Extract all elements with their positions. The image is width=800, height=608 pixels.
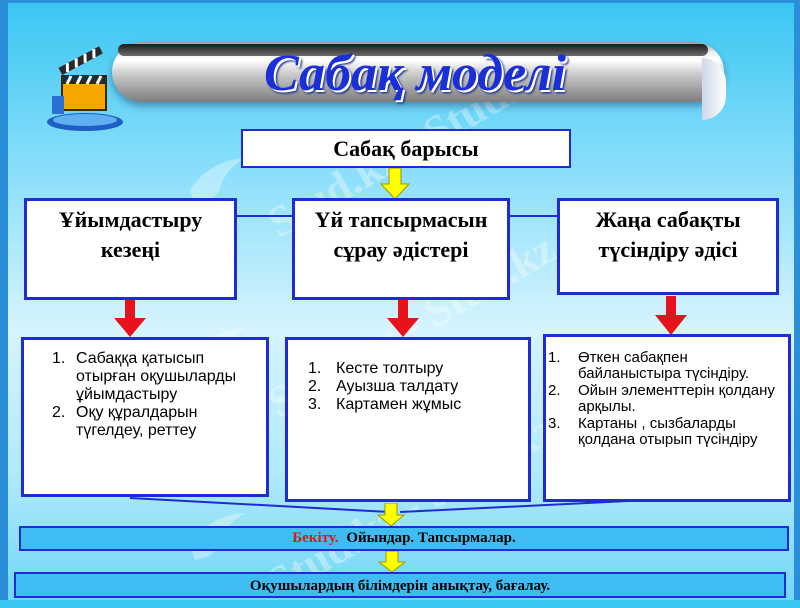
list-number: 3.: [308, 396, 322, 413]
list-number: 1.: [548, 349, 561, 366]
list-item: 3. Картамен жұмыс: [302, 396, 526, 414]
list-text: Ауызша талдату: [336, 378, 459, 395]
detail-box-1: 1. Сабаққа қатысып отырған оқушыларды ұй…: [21, 337, 269, 497]
list-number: 2.: [548, 382, 561, 399]
list-item: 2. Оқу құралдарын түгелдеу, реттеу: [38, 404, 264, 440]
column-header-1: Ұйымдастыру кезеңі: [58, 207, 203, 262]
red-arrow-icon: [387, 300, 419, 337]
list-item: 2. Ойын элементтерін қолдану арқылы.: [548, 383, 788, 415]
list-number: 1.: [52, 350, 66, 367]
assessment-bar: Оқушылардың білімдерін анықтау, бағалау.: [14, 572, 786, 598]
red-arrow-icon: [655, 296, 687, 335]
process-header: Сабақ барысы: [333, 136, 479, 161]
list-text: Ойын элементтерін қолдану арқылы.: [578, 382, 775, 415]
column-header-box-1: Ұйымдастыру кезеңі: [24, 198, 237, 300]
title-bar-strip: [118, 44, 708, 56]
list-number: 3.: [548, 415, 561, 432]
list-text: Картаны , сызбаларды қолдана отырып түсі…: [578, 415, 758, 448]
list-number: 1.: [308, 360, 322, 377]
list-item: 3. Картаны , сызбаларды қолдана отырып т…: [548, 416, 788, 448]
title-bar: [112, 42, 726, 120]
list-text: Картамен жұмыс: [336, 396, 462, 413]
column-header-2: Үй тапсырмасын сұрау әдістері: [314, 207, 488, 262]
list-item: 1. Сабаққа қатысып отырған оқушыларды ұй…: [38, 350, 264, 404]
process-header-box: Сабақ барысы: [241, 129, 571, 168]
list-text: Өткен сабақпен байланыстыра түсіндіру.: [578, 349, 750, 382]
list-number: 2.: [52, 404, 66, 421]
list-text: Сабаққа қатысып отырған оқушыларды ұйымд…: [76, 350, 237, 403]
detail-box-3: 1. Өткен сабақпен байланыстыра түсіндіру…: [543, 334, 791, 502]
list-text: Оқу құралдарын түгелдеу, реттеу: [76, 404, 198, 439]
detail-list-3: 1. Өткен сабақпен байланыстыра түсіндіру…: [548, 350, 788, 448]
list-item: 1. Өткен сабақпен байланыстыра түсіндіру…: [548, 350, 788, 382]
list-number: 2.: [308, 378, 322, 395]
yellow-arrow-icon: [380, 168, 410, 200]
consolidation-bar: Бекіту. Ойындар. Тапсырмалар.: [19, 526, 789, 551]
detail-box-2: 1. Кесте толтыру 2. Ауызша талдату 3. Ка…: [285, 337, 531, 502]
list-item: 1. Кесте толтыру: [302, 360, 526, 378]
detail-list-2: 1. Кесте толтыру 2. Ауызша талдату 3. Ка…: [302, 360, 526, 414]
yellow-arrow-icon: [378, 551, 406, 573]
column-header-box-3: Жаңа сабақты түсіндіру әдісі: [557, 198, 779, 295]
column-header-box-2: Үй тапсырмасын сұрау әдістері: [292, 198, 510, 300]
clapperboard-icon: [47, 46, 123, 131]
bird-watermark-icon: [190, 158, 245, 205]
assessment-text: Оқушылардың білімдерін анықтау, бағалау.: [249, 578, 551, 594]
list-text: Кесте толтыру: [336, 360, 444, 377]
list-item: 2. Ауызша талдату: [302, 378, 526, 396]
red-arrow-icon: [114, 300, 146, 337]
consolidation-text: Ойындар. Тапсырмалар.: [346, 530, 516, 546]
yellow-arrow-icon: [377, 503, 405, 527]
consolidation-label: Бекіту.: [292, 530, 339, 546]
column-header-3: Жаңа сабақты түсіндіру әдісі: [595, 207, 741, 262]
detail-list-1: 1. Сабаққа қатысып отырған оқушыларды ұй…: [38, 350, 264, 440]
page-title: Сабақ моделі: [264, 45, 566, 102]
